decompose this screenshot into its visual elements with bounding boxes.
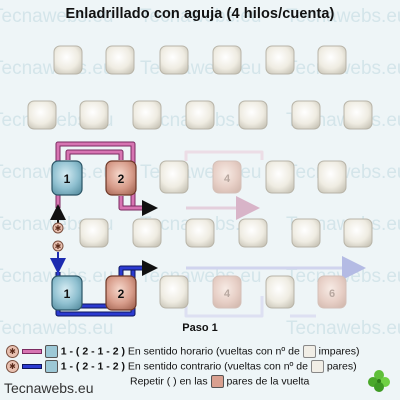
bead-6 — [317, 275, 347, 309]
legend-text: pares) — [326, 360, 357, 373]
legend-line-repeat: Repetir ( ) en las pares de la vuelta — [130, 375, 309, 388]
bead — [343, 100, 373, 130]
bead-label: 4 — [224, 288, 231, 300]
bead-row-5: 1 2 4 6 — [51, 275, 347, 311]
bead — [343, 218, 373, 248]
pink-thread-icon — [21, 349, 42, 354]
page-title: Enladrillado con aguja (4 hilos/cuenta) — [65, 6, 335, 22]
bead — [132, 218, 162, 248]
start-markers: ✱ ✱ — [50, 204, 66, 274]
legend-text: En sentido contrario (vueltas con nº de — [127, 360, 308, 373]
bead — [185, 100, 215, 130]
bead — [53, 45, 83, 75]
bead — [79, 100, 109, 130]
blue-bead-icon — [44, 360, 58, 373]
svg-text:✱: ✱ — [55, 224, 62, 233]
bead — [238, 100, 268, 130]
bead-4 — [212, 160, 242, 194]
bead-2 — [105, 160, 137, 196]
thread-blue — [55, 256, 366, 318]
asterisk-icon — [52, 240, 64, 252]
clover-logo-icon — [368, 370, 390, 392]
legend-sequence: 1 - ( 2 - 1 - 2 ) — [60, 345, 125, 358]
bead-label: 6 — [329, 288, 335, 300]
step-label: Paso 1 — [182, 322, 218, 334]
bead-label: 2 — [118, 287, 125, 301]
bead — [265, 160, 295, 194]
bead — [291, 100, 321, 130]
bead — [79, 218, 109, 248]
bead-1 — [51, 160, 83, 196]
legend-text: pares de la vuelta — [226, 375, 310, 388]
legend-line-counterclockwise: ✱ 1 - ( 2 - 1 - 2 ) En sentido contrario… — [6, 360, 357, 373]
svg-text:✱: ✱ — [55, 242, 62, 251]
bead-label: 1 — [64, 172, 71, 186]
bead-4 — [212, 275, 242, 309]
bead-row-1 — [53, 45, 347, 75]
bead-row-4 — [79, 218, 373, 248]
asterisk-icon: ✱ — [6, 360, 19, 373]
legend-text: Repetir ( ) en las — [130, 375, 208, 388]
bead — [105, 45, 135, 75]
legend-text: En sentido horario (vueltas con nº de — [127, 345, 300, 358]
asterisk-icon: ✱ — [6, 345, 19, 358]
bead-row-3: 1 2 4 — [51, 160, 347, 196]
bead — [159, 160, 189, 194]
bead — [27, 100, 57, 130]
white-bead-icon — [302, 345, 316, 358]
bead — [317, 45, 347, 75]
bead — [265, 45, 295, 75]
blue-bead-icon — [44, 345, 58, 358]
bead-row-2 — [27, 100, 373, 130]
bead — [159, 275, 189, 309]
bead — [317, 160, 347, 194]
bead — [159, 45, 189, 75]
red-bead-icon — [210, 375, 224, 388]
bead-2 — [105, 275, 137, 311]
bead — [291, 218, 321, 248]
bead-label: 4 — [224, 173, 231, 185]
bead — [238, 218, 268, 248]
bead — [212, 45, 242, 75]
bead-1 — [51, 275, 83, 311]
bead — [185, 218, 215, 248]
legend-text: impares) — [318, 345, 360, 358]
bead-label: 2 — [118, 172, 125, 186]
bead — [265, 275, 295, 309]
footer-brand: Tecnawebs.eu — [4, 380, 94, 396]
asterisk-icon — [52, 222, 64, 234]
bead — [132, 100, 162, 130]
legend-line-clockwise: ✱ 1 - ( 2 - 1 - 2 ) En sentido horario (… — [6, 345, 360, 358]
bead-label: 1 — [64, 287, 71, 301]
legend-sequence: 1 - ( 2 - 1 - 2 ) — [60, 360, 125, 373]
white-bead-icon — [310, 360, 324, 373]
blue-thread-icon — [21, 364, 42, 369]
